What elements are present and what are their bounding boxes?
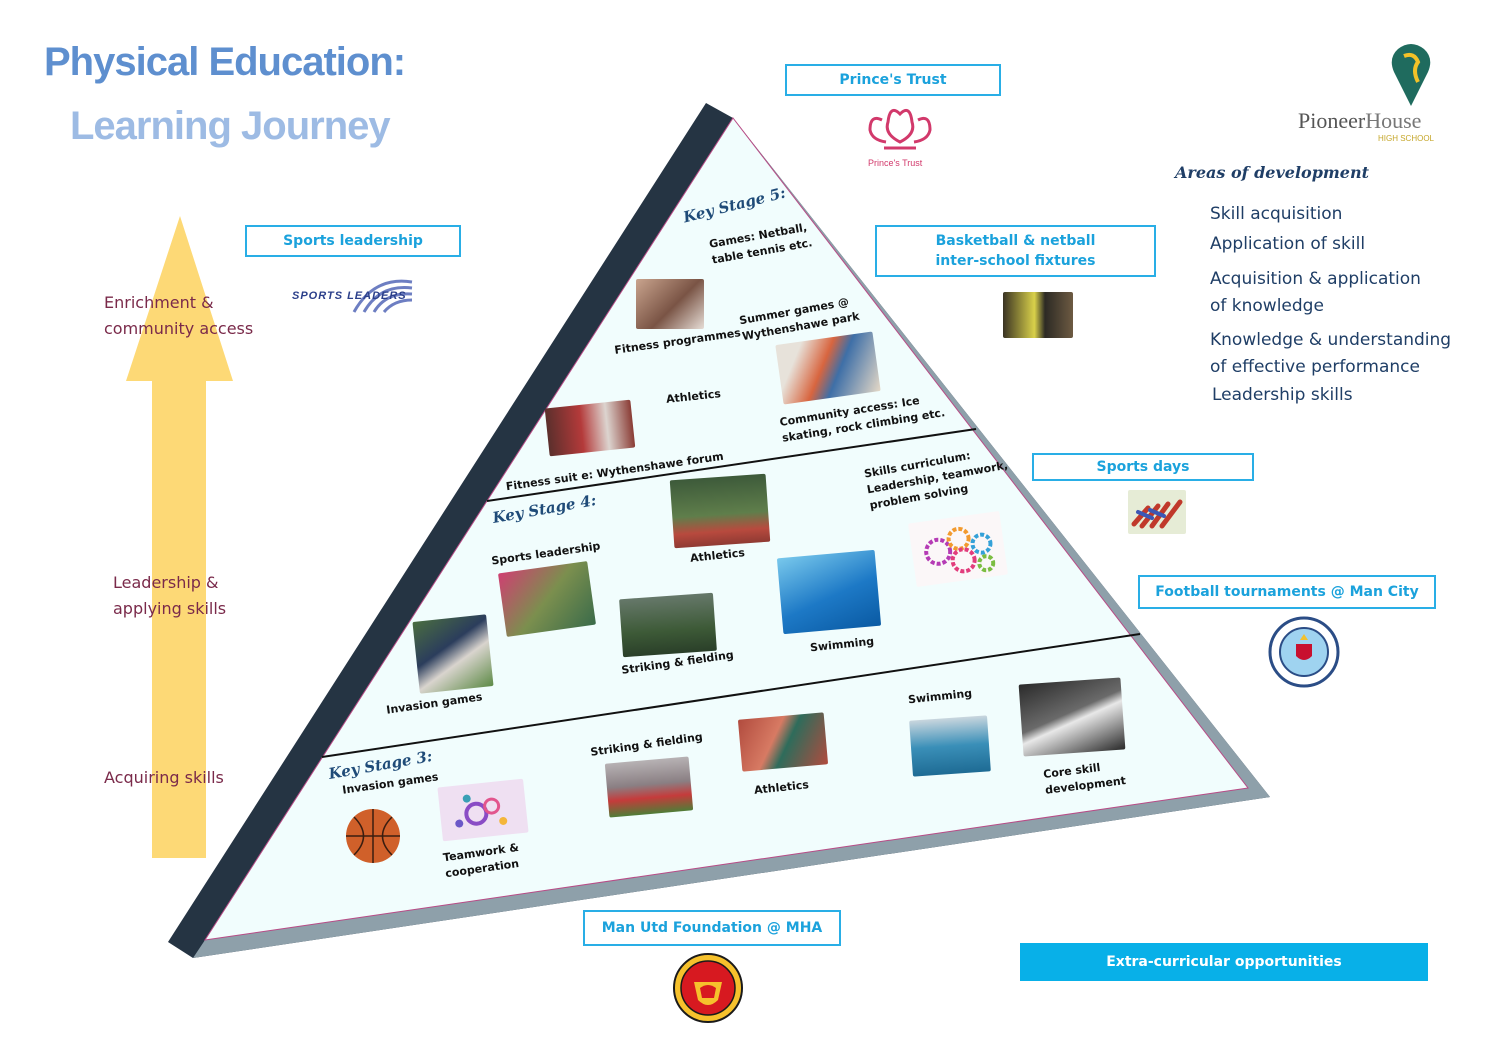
ks5-gym-photo: [544, 399, 636, 457]
area-leadership: Leadership skills: [1212, 385, 1353, 405]
side-label-enrichment: Enrichment &community access: [104, 293, 254, 338]
sports-leaders-logo-text: SPORTS LEADERS: [292, 290, 407, 302]
man-utd-crest-icon: [673, 953, 743, 1023]
sports-leadership-box: Sports leadership: [245, 225, 461, 257]
sports-leaders-logo-icon: [352, 279, 413, 313]
ks3-gymnastics-photo: [1018, 677, 1126, 757]
princes-trust-feathers-icon: [868, 108, 932, 150]
ks3-athletics-photo: [737, 712, 829, 772]
extracurricular-legend: Extra-curricular opportunities: [1020, 943, 1428, 981]
school-logo-pin-icon: [1391, 44, 1431, 106]
progress-arrow: [126, 216, 233, 858]
school-logo-text: PioneerHouse: [1298, 108, 1422, 133]
netball-photo: [1003, 292, 1073, 338]
ks4-gears-image: [907, 510, 1009, 588]
basketball-icon: [346, 809, 400, 863]
ks3-teamwork-image: [437, 778, 529, 842]
areas-title: Areas of development: [1175, 163, 1370, 182]
ks4-invasion-photo: [412, 614, 494, 694]
ks4-swimming-photo: [776, 549, 882, 635]
football-man-city-box: Football tournaments @ Man City: [1138, 575, 1436, 609]
side-label-acquiring: Acquiring skills: [104, 768, 224, 787]
princes-trust-box: Prince's Trust: [785, 64, 1001, 96]
sports-days-box: Sports days: [1032, 453, 1254, 481]
page-title: Physical Education:: [44, 40, 406, 84]
area-skill-acquisition: Skill acquisition: [1210, 204, 1343, 224]
ks3-striking-photo: [604, 756, 694, 818]
page-subtitle: Learning Journey: [70, 104, 391, 148]
area-application-of-skill: Application of skill: [1210, 234, 1366, 254]
man-city-crest-icon: [1268, 616, 1340, 688]
side-label-leadership: Leadership &applying skills: [113, 573, 227, 618]
ks4-leadership-photo: [497, 561, 597, 637]
man-utd-foundation-box: Man Utd Foundation @ MHA: [583, 910, 841, 946]
ks3-swimming-photo: [909, 715, 991, 777]
school-logo-subtext: HIGH SCHOOL: [1378, 134, 1435, 143]
ks4-athletics-photo: [669, 473, 771, 549]
princes-trust-logo-text: Prince's Trust: [868, 158, 923, 168]
sports-days-image: [1128, 490, 1186, 534]
ks4-striking-photo: [619, 592, 717, 658]
ks5-fitness-photo: [636, 279, 704, 329]
